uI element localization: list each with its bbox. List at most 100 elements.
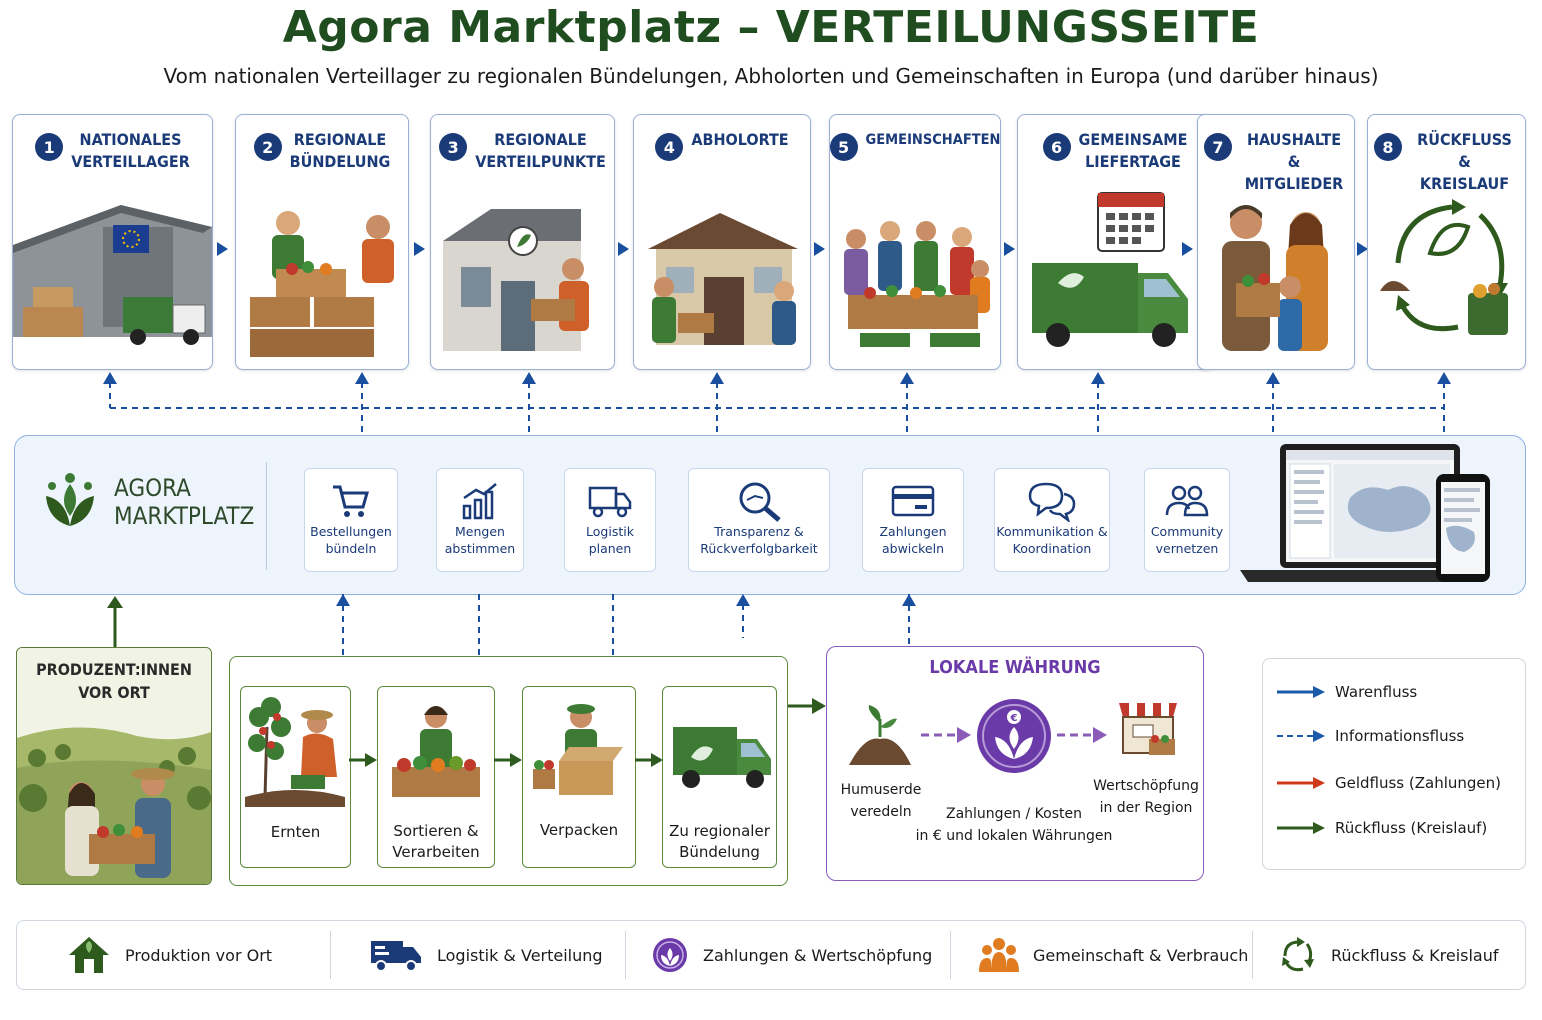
agora-logo-icon — [46, 473, 94, 526]
coin-icon — [653, 938, 687, 972]
stage-label: RÜCKFLUSS & KREISLAUF — [1417, 130, 1512, 193]
process-panel — [229, 656, 788, 886]
card-icon — [891, 485, 935, 517]
process-arrow — [494, 753, 522, 767]
information-flow-lines-lower — [336, 594, 916, 656]
stage-number: 1 — [35, 133, 64, 161]
currency-mid-line2: in € und lokalen Währungen — [915, 828, 1113, 844]
humus-soil-icon — [849, 705, 911, 765]
stage-8-card: 8 RÜCKFLUSS & KREISLAUF — [1367, 114, 1526, 370]
truck-icon — [371, 941, 421, 972]
platform-divider — [266, 462, 267, 570]
currency-dashed-arrow — [921, 727, 971, 743]
market-stall-icon — [1119, 703, 1177, 755]
footer-item-logistik: Logistik & Verteilung — [369, 921, 603, 989]
producers-box: PRODUZENT:INNEN VOR ORT — [16, 647, 212, 885]
process-step-sortieren: Sortieren & Verarbeiten — [377, 686, 495, 868]
local-coin-icon: € — [977, 699, 1051, 773]
footer-item-produktion: Produktion vor Ort — [67, 921, 272, 989]
solid-red-arrow-icon — [1277, 777, 1325, 789]
pickup-house-icon — [648, 213, 798, 345]
delivery-truck-icon — [673, 727, 771, 788]
information-flow-lines — [103, 372, 1451, 436]
magnifier-icon — [739, 482, 781, 522]
stage-number: 7 — [1204, 133, 1232, 161]
bar-chart-icon — [462, 483, 497, 520]
sorting-icon — [392, 706, 480, 797]
process-to-currency-arrow — [788, 698, 826, 714]
flow-arrow — [618, 242, 629, 256]
legend-geldfluss: Geldfluss (Zahlungen) — [1277, 774, 1501, 792]
footer-item-gemeinschaft: Gemeinschaft & Verbrauch — [979, 921, 1248, 989]
people-icon — [1165, 485, 1209, 517]
footer-divider — [625, 931, 626, 979]
currency-title: LOKALE WÄHRUNG — [929, 657, 1101, 678]
stage-number: 8 — [1374, 133, 1402, 161]
process-arrow — [349, 753, 377, 767]
house-icon — [69, 937, 109, 973]
process-step-ernten: Ernten — [240, 686, 351, 868]
page-subtitle: Vom nationalen Verteillager zu regionale… — [163, 64, 1379, 88]
process-step-buendelung: Zu regionaler Bündelung — [662, 686, 777, 868]
svg-text:€: € — [1010, 713, 1018, 724]
flow-arrow — [414, 242, 425, 256]
stage-label: GEMEINSCHAFTEN — [865, 132, 1001, 148]
producer-to-platform-arrow — [107, 596, 123, 648]
process-arrow — [635, 753, 663, 767]
flow-arrow — [1182, 242, 1193, 256]
packing-icon — [533, 704, 623, 795]
bundling-icon — [250, 211, 394, 357]
harvest-icon — [245, 697, 345, 807]
legend-warenfluss: Warenfluss — [1277, 683, 1417, 701]
footer-bar: Produktion vor Ort Logistik & Verteilung… — [16, 920, 1526, 990]
currency-right-line2: in der Region — [1099, 800, 1193, 816]
producers-illustration — [17, 648, 211, 884]
platform-name: AGORA MARKTPLATZ — [114, 474, 255, 530]
family-icon — [1222, 205, 1328, 351]
stage-number: 2 — [253, 133, 282, 161]
stage-number: 5 — [830, 133, 858, 161]
producers-label: PRODUZENT:INNEN VOR ORT — [36, 660, 192, 702]
currency-mid-line1: Zahlungen / Kosten — [946, 806, 1082, 822]
delivery-van-calendar-icon — [1032, 192, 1188, 347]
process-step-verpacken: Verpacken — [522, 686, 636, 868]
flow-arrow — [1357, 242, 1368, 256]
feature-kommunikation[interactable]: Kommunikation &Koordination — [994, 468, 1110, 572]
legend-informationsfluss: Informationsfluss — [1277, 727, 1464, 745]
hub-building-icon — [443, 209, 589, 351]
cart-icon — [333, 485, 369, 517]
flow-arrow — [217, 242, 228, 256]
flow-arrow — [1004, 242, 1015, 256]
stage-label: GEMEINSAME LIEFERTAGE — [1078, 130, 1188, 171]
dashed-blue-arrow-icon — [1277, 730, 1325, 742]
footer-divider — [330, 931, 331, 979]
stage-5-card: 5 GEMEINSCHAFTEN — [829, 114, 1001, 370]
local-currency-panel: LOKALE WÄHRUNG Humuserde veredeln € Zahl… — [826, 646, 1204, 881]
footer-divider — [950, 931, 951, 979]
stage-label: REGIONALE BÜNDELUNG — [289, 130, 391, 171]
legend-rueckfluss: Rückfluss (Kreislauf) — [1277, 819, 1487, 837]
group-icon — [979, 938, 1019, 972]
warehouse-icon — [13, 205, 212, 345]
footer-divider — [1252, 931, 1253, 979]
feature-transparenz[interactable]: Transparenz &Rückverfolgbarkeit — [688, 468, 830, 572]
solid-green-arrow-icon — [1277, 822, 1325, 834]
recycle-icon — [1282, 937, 1314, 972]
footer-item-kreislauf: Rückfluss & Kreislauf — [1279, 921, 1499, 989]
chat-icon — [1028, 482, 1076, 522]
cycle-icon — [1380, 199, 1508, 335]
page-title: Agora Marktplatz – VERTEILUNGSSEITE — [282, 2, 1260, 53]
stage-label: HAUSHALTE & MITGLIEDER — [1244, 130, 1344, 193]
flow-arrow — [814, 242, 825, 256]
stage-number: 3 — [439, 133, 468, 161]
community-group-icon — [844, 221, 990, 347]
footer-item-zahlungen: Zahlungen & Wertschöpfung — [651, 921, 932, 989]
